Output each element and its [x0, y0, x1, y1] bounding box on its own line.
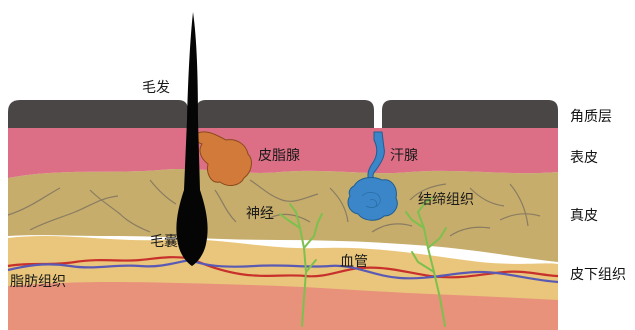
stratum-corneum: [8, 100, 558, 128]
label-hair-follicle: 毛囊: [150, 233, 178, 250]
layer-label-subcutaneous: 皮下组织: [570, 267, 626, 283]
label-adipose-tissue: 脂肪组织: [10, 274, 66, 290]
label-sebaceous-gland: 皮脂腺: [258, 148, 300, 164]
label-sweat-gland: 汗腺: [390, 148, 418, 164]
layer-label-epidermis: 表皮: [570, 150, 598, 166]
layer-label-stratum-corneum: 角质层: [570, 109, 612, 125]
label-connective-tissue: 结缔组织: [418, 191, 474, 208]
label-hair: 毛发: [142, 80, 170, 96]
label-blood-vessel: 血管: [340, 254, 368, 270]
label-nerve: 神经: [246, 206, 274, 222]
layer-label-dermis: 真皮: [570, 208, 598, 224]
